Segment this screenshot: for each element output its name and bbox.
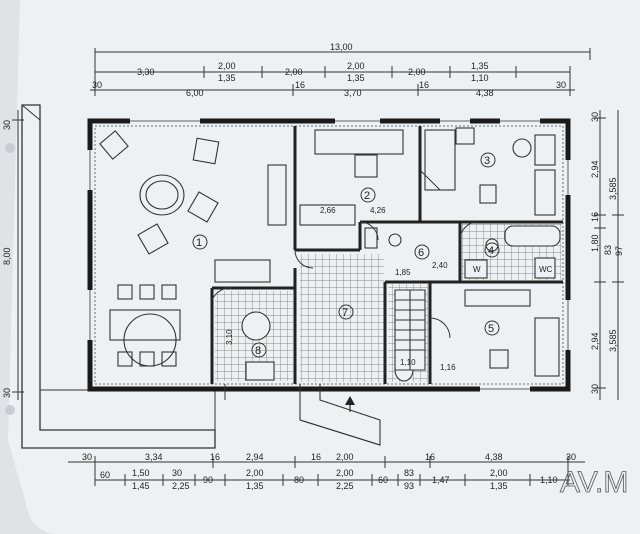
dim-top: 6,00 <box>186 88 204 98</box>
dim-bottom: 2,00 <box>246 468 264 478</box>
dim-bottom-sub: 2,25 <box>172 481 190 491</box>
dim-bottom: 30 <box>172 468 182 478</box>
dim-left: 30 <box>2 120 12 130</box>
living-room-furniture <box>99 130 287 367</box>
dim-bottom: 83 <box>404 468 414 478</box>
dim-total-width: 13,00 <box>330 42 353 52</box>
dim-top: 4,38 <box>476 88 494 98</box>
dim-top: 2,00 <box>218 61 236 71</box>
dim-bottom: 1,50 <box>132 468 150 478</box>
dim-bottom: 16 <box>210 452 220 462</box>
outer-wall <box>87 118 571 392</box>
room-number-1: 1 <box>196 237 202 249</box>
dim-right: 97 <box>614 246 624 256</box>
dim-bottom: 90 <box>203 475 213 485</box>
dim-bottom-sub: 2,25 <box>336 481 354 491</box>
dim-top: 3,30 <box>137 67 155 77</box>
inner-dim: 3,10 <box>225 329 234 345</box>
bottom-dimensions: 30 3,34 16 2,94 16 2,00 16 4,38 30 60 1,… <box>68 452 585 491</box>
inner-dimensions: 2,66 4,26 3,10 1,85 2,40 1,10 1,16 W WC <box>225 206 553 372</box>
room-number-4: 4 <box>488 245 494 257</box>
door-swings <box>211 169 479 400</box>
inner-dim: 2,40 <box>432 261 448 270</box>
dim-top: 16 <box>295 80 305 90</box>
dim-bottom: 60 <box>378 475 388 485</box>
dim-left: 30 <box>2 388 12 398</box>
dim-bottom: 2,94 <box>246 452 264 462</box>
dim-bottom: 80 <box>294 475 304 485</box>
dim-bottom: 16 <box>311 452 321 462</box>
room-number-3: 3 <box>484 155 490 167</box>
dim-bottom: 1,47 <box>432 475 450 485</box>
dim-top: 2,00 <box>408 67 426 77</box>
dim-bottom: 2,00 <box>336 452 354 462</box>
interior-walls <box>210 126 563 384</box>
dim-top: 30 <box>556 80 566 90</box>
dim-top: 1,35 <box>471 61 489 71</box>
dim-top: 30 <box>92 80 102 90</box>
inner-dim: 2,66 <box>320 206 336 215</box>
dim-top: 3,70 <box>344 88 362 98</box>
room-number-6: 6 <box>418 247 424 259</box>
top-dimensions: 13,00 3,30 2,00 1,35 2,00 2,00 1,35 2,00… <box>90 42 591 98</box>
dim-right: 3,585 <box>608 329 618 352</box>
dim-bottom-sub: 1,45 <box>132 481 150 491</box>
kitchen-furniture <box>241 311 275 381</box>
dim-bottom: 60 <box>100 470 110 480</box>
inner-dim: 1,85 <box>395 268 411 277</box>
inner-dim: 1,10 <box>400 358 416 367</box>
inner-dim: 1,16 <box>440 363 456 372</box>
entrance-arrow-icon <box>345 396 355 405</box>
dim-bottom: 2,00 <box>490 468 508 478</box>
punch-hole <box>5 143 15 153</box>
dim-bottom-sub: 1,35 <box>490 481 508 491</box>
dim-top: 16 <box>419 80 429 90</box>
punch-hole <box>5 405 15 415</box>
inner-label-wc: WC <box>539 265 553 274</box>
bedroom-2-furniture <box>299 129 404 226</box>
dim-bottom: 4,38 <box>485 452 503 462</box>
room-numbers: 1 2 3 4 5 6 7 8 <box>192 152 500 358</box>
outer-wall-inner-line <box>94 125 564 385</box>
dim-right: 30 <box>590 384 600 394</box>
dim-bottom: 3,34 <box>145 452 163 462</box>
room-number-8: 8 <box>255 345 261 357</box>
dim-right: 83 <box>603 245 613 255</box>
dim-bottom: 30 <box>82 452 92 462</box>
dim-right: 1,80 <box>590 234 600 252</box>
bedroom-5-furniture <box>464 289 560 377</box>
dim-right: 3,585 <box>608 177 618 200</box>
dim-right: 16 <box>590 212 600 222</box>
staircase <box>394 289 426 371</box>
dim-bottom: 30 <box>566 452 576 462</box>
dim-top-sub: 1,35 <box>347 73 365 83</box>
bathroom-furniture <box>464 225 561 279</box>
dim-bottom-sub: 93 <box>404 481 414 491</box>
dim-top-sub: 1,35 <box>218 73 236 83</box>
dim-top: 2,00 <box>285 67 303 77</box>
room-number-7: 7 <box>342 307 348 319</box>
right-dimensions: 30 2,94 3,585 16 1,80 83 97 2,94 3,585 3… <box>590 110 624 400</box>
window-glazing <box>89 120 569 390</box>
watermark-text: AV.M <box>560 466 628 499</box>
inner-dim: 4,26 <box>370 206 386 215</box>
dim-right: 2,94 <box>590 332 600 350</box>
dim-top: 2,00 <box>347 61 365 71</box>
dim-top-sub: 1,10 <box>471 73 489 83</box>
room-number-2: 2 <box>364 190 370 202</box>
dim-right: 2,94 <box>590 160 600 178</box>
dim-left: 8,00 <box>2 247 12 265</box>
room-number-5: 5 <box>488 323 494 335</box>
inner-label-w: W <box>473 265 481 274</box>
dim-right: 30 <box>590 112 600 122</box>
dim-bottom: 2,00 <box>336 468 354 478</box>
dim-bottom-sub: 1,35 <box>246 481 264 491</box>
dim-bottom: 1,10 <box>540 475 558 485</box>
dim-bottom: 16 <box>425 452 435 462</box>
